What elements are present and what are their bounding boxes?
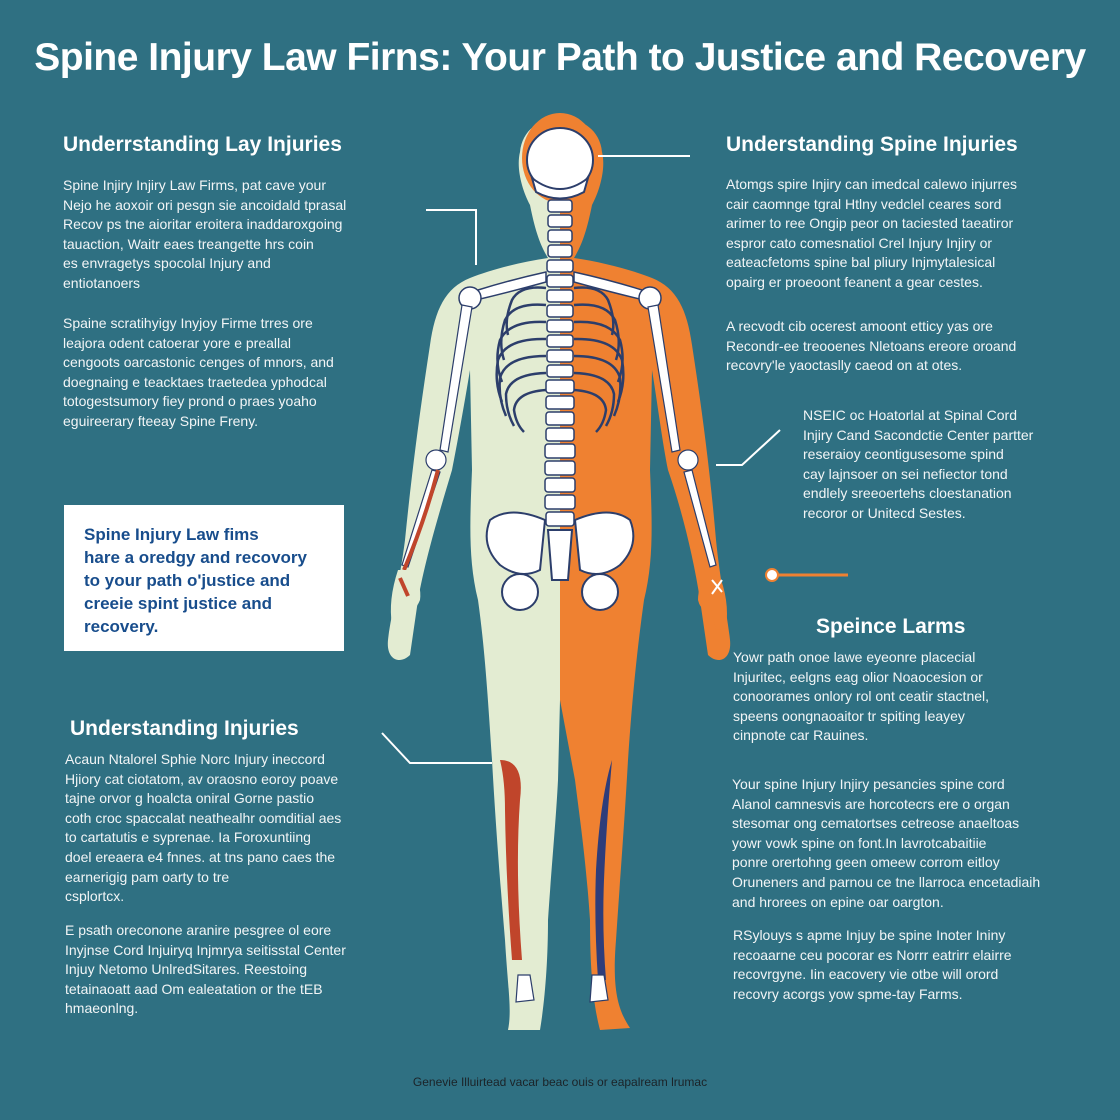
right-paragraph-5: Your spine Injury Injiry pesancies spine…	[732, 776, 1041, 910]
connector-line	[716, 429, 781, 466]
right-paragraph-2: A recvodt cib ocerest amoont etticy yas …	[726, 318, 1017, 374]
left-paragraph-1: Spine Injiry Injiry Law Firms, pat cave …	[63, 177, 347, 291]
left-heading-lay-injuries: Underrstanding Lay Injuries	[63, 133, 342, 156]
right-paragraph-3: NSEIC oc Hoatorlal at Spinal Cord Injiry…	[803, 407, 1034, 521]
page-title: Spine Injury Law Firns: Your Path to Jus…	[34, 36, 1086, 79]
ribcage	[495, 286, 625, 433]
right-heading-larms: Speince Larms	[816, 615, 966, 638]
highlight-callout-box: Spine Injury Law fims hare a oredgy and …	[64, 505, 344, 651]
pelvis	[485, 511, 635, 611]
body-right-half	[560, 118, 731, 1030]
right-paragraph-1: Atomgs spire Injiry can imedcal calewo i…	[726, 176, 1017, 290]
footer-caption: Genevie Illuirtead vacar beac ouis or ea…	[412, 1075, 708, 1089]
left-heading-injuries: Understanding Injuries	[70, 717, 299, 740]
leg-muscle-right	[595, 760, 612, 980]
right-paragraph-6: RSylouys s apme Injuy be spine Inoter In…	[733, 927, 1012, 1002]
left-paragraph-3: Acaun Ntalorel Sphie Norc Injury ineccor…	[65, 751, 342, 905]
spine	[544, 199, 576, 527]
connector-line	[426, 209, 477, 265]
left-paragraph-2: Spaine scratihyigy Inyjoy Firme trres or…	[63, 315, 334, 429]
left-paragraph-4: E psath oreconone aranire pesgree ol eor…	[65, 922, 346, 1017]
connector-line	[381, 732, 492, 764]
right-paragraph-4: Yowr path onoe lawe eyeonre placecial In…	[733, 649, 990, 744]
right-heading-spine-injuries: Understanding Spine Injuries	[726, 133, 1018, 156]
leg-muscle-left	[500, 760, 522, 960]
